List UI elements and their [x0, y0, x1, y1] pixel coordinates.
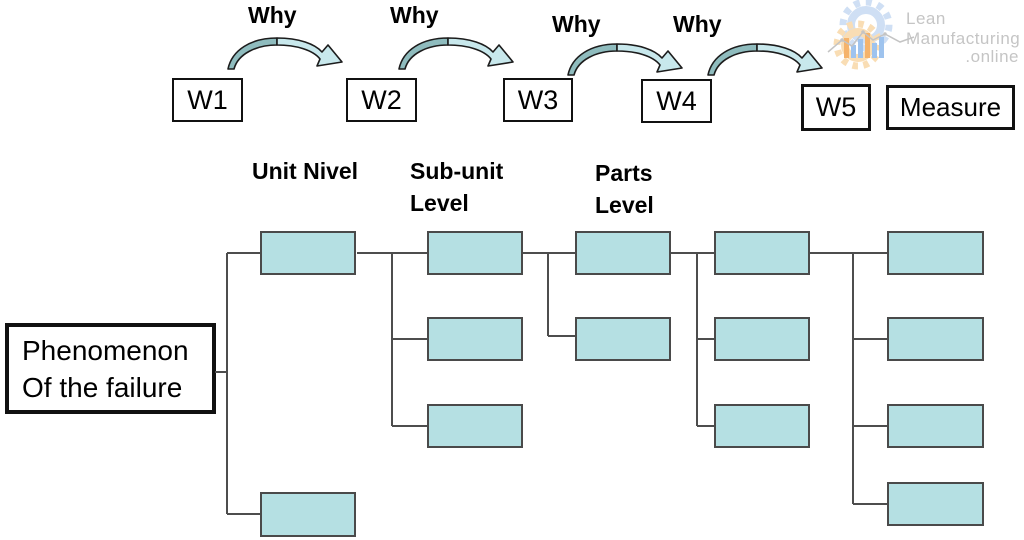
lean-manufacturing-logo: Lean Manufacturing .online	[827, 0, 1020, 70]
column-header-line: Sub-unit	[410, 158, 504, 184]
column-header-unit-level: Unit Nivel	[252, 155, 358, 187]
tree-box-unit-1	[260, 231, 356, 275]
why-label-1: Why	[248, 2, 297, 28]
tree-box-level5-4	[887, 482, 984, 526]
tree-box-subunit-3	[427, 404, 523, 448]
tree-box-level5-2	[887, 317, 984, 361]
step-box-w5: W5	[801, 84, 871, 131]
curved-arrow-icon-1	[227, 37, 343, 70]
step-box-measure: Measure	[886, 85, 1015, 130]
tree-box-subunit-2	[427, 317, 523, 361]
step-box-w4: W4	[641, 79, 712, 123]
tree-box-unit-2	[260, 492, 356, 537]
column-header-sub-unit-level: Sub-unit Level	[410, 155, 503, 219]
phenomenon-line-1: Phenomenon	[22, 334, 189, 366]
step-box-w3: W3	[503, 78, 573, 122]
tree-box-level5-1	[887, 231, 984, 275]
column-header-line: Parts	[595, 160, 653, 186]
column-header-line: Unit Nivel	[252, 158, 359, 184]
logo-word-online: .online	[965, 47, 1019, 66]
tree-box-level4-1	[714, 231, 810, 275]
column-header-line: Level	[410, 190, 469, 216]
bar-chart-icon	[844, 33, 884, 58]
column-header-line: Level	[595, 192, 654, 218]
tree-box-subunit-1	[427, 231, 523, 275]
trend-line-icon	[827, 30, 915, 53]
tree-box-level4-3	[714, 404, 810, 448]
tree-box-level4-2	[714, 317, 810, 361]
tree-box-parts-1	[575, 231, 671, 275]
curved-arrow-icon-4	[707, 43, 823, 76]
logo-word-manufacturing: Manufacturing	[906, 29, 1020, 48]
step-box-w1: W1	[172, 78, 243, 122]
step-box-w2: W2	[346, 78, 417, 122]
column-header-parts-level: Parts Level	[595, 157, 654, 221]
tree-box-parts-2	[575, 317, 671, 361]
tree-box-level5-3	[887, 404, 984, 448]
phenomenon-line-2: Of the failure	[22, 371, 183, 403]
logo-word-lean: Lean	[906, 9, 946, 28]
why-label-3: Why	[552, 11, 601, 37]
why-label-4: Why	[673, 11, 722, 37]
phenomenon-root-box: Phenomenon Of the failure	[5, 323, 216, 414]
curved-arrow-icon-2	[398, 37, 514, 70]
curved-arrow-icon-3	[567, 43, 683, 76]
why-label-2: Why	[390, 2, 439, 28]
